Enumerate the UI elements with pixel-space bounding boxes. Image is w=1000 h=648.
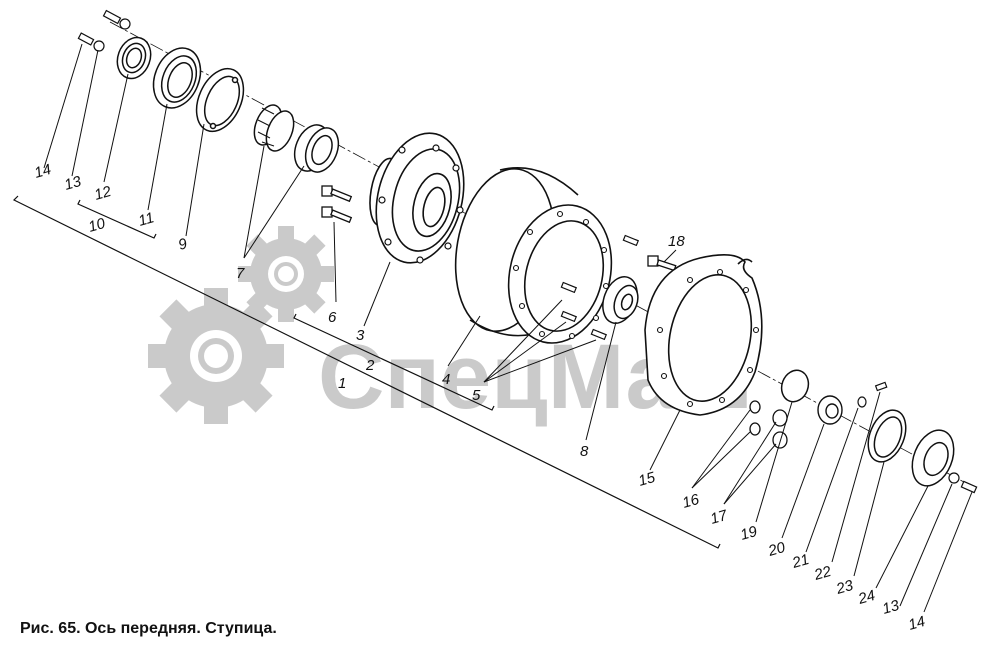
brake-flange-15 <box>644 254 763 416</box>
hub-cap-24 <box>911 429 955 487</box>
gasket-23 <box>867 409 907 463</box>
bolt-13-14-right <box>948 472 978 494</box>
leader-lines <box>43 43 973 613</box>
label-15: 15 <box>636 469 657 490</box>
bearing-7-cup <box>293 124 340 173</box>
bolt-18 <box>647 255 677 272</box>
label-8: 8 <box>580 443 589 460</box>
label-22: 22 <box>811 563 833 584</box>
brake-drum-4 <box>454 167 613 344</box>
seal-12 <box>116 36 152 80</box>
washer-19 <box>780 369 810 403</box>
label-24: 24 <box>855 587 877 608</box>
gasket-9 <box>195 67 245 133</box>
part-labels: 14 13 12 10 11 9 7 6 3 2 1 4 5 8 18 15 1… <box>32 161 927 634</box>
label-7: 7 <box>236 265 245 282</box>
bolt-13-14-left <box>77 9 131 52</box>
ring-11 <box>152 47 202 109</box>
label-13-left: 13 <box>62 173 83 194</box>
nut-20 <box>817 395 843 425</box>
label-12: 12 <box>92 183 113 204</box>
label-6: 6 <box>328 309 337 326</box>
label-18: 18 <box>668 233 685 250</box>
label-14-right: 14 <box>906 613 927 634</box>
figure-caption: Рис. 65. Ось передняя. Ступица. <box>20 620 277 637</box>
label-16: 16 <box>680 491 701 512</box>
label-5: 5 <box>472 387 481 404</box>
washers-16-nuts-17 <box>749 400 788 449</box>
label-17: 17 <box>708 507 729 528</box>
hub-3 <box>369 132 465 264</box>
watermark-gear-icon <box>148 226 334 424</box>
studs-5 <box>560 234 640 341</box>
label-2: 2 <box>365 357 375 374</box>
label-4: 4 <box>442 371 450 388</box>
label-1: 1 <box>338 375 346 392</box>
bolts-6 <box>321 185 353 224</box>
bracket-lines <box>12 195 721 549</box>
label-13-right: 13 <box>880 597 901 618</box>
label-21: 21 <box>789 551 811 572</box>
label-9: 9 <box>176 235 189 254</box>
label-19: 19 <box>738 523 759 544</box>
label-20: 20 <box>765 539 787 560</box>
bearing-8 <box>602 276 639 324</box>
label-11: 11 <box>136 209 156 230</box>
bearing-7-cone <box>253 104 295 152</box>
label-14-left: 14 <box>32 161 53 182</box>
label-3: 3 <box>356 327 365 344</box>
lockwasher-21-bolt-22 <box>857 381 888 408</box>
label-10: 10 <box>86 215 107 236</box>
label-23: 23 <box>833 577 855 598</box>
